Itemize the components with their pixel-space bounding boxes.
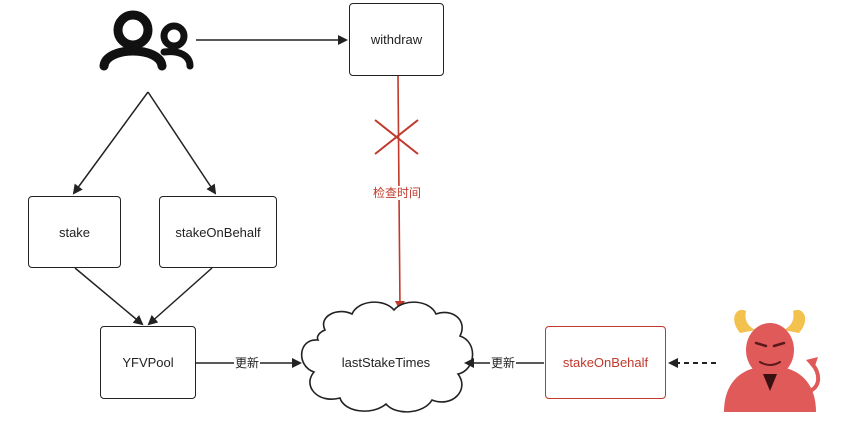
laststaketimes-label: lastStakeTimes bbox=[341, 355, 431, 370]
check-time-label: 检查时间 bbox=[372, 186, 423, 200]
attacker-stakeonbehalf-node: stakeOnBehalf bbox=[545, 326, 666, 399]
x-cross-icon bbox=[374, 119, 419, 155]
devil-icon bbox=[724, 309, 821, 412]
stake-node: stake bbox=[28, 196, 121, 268]
yfvpool-label: YFVPool bbox=[122, 355, 174, 370]
stake-label: stake bbox=[58, 224, 91, 240]
laststaketimes-cloud bbox=[300, 301, 474, 413]
attacker-stakeonbehalf-label: stakeOnBehalf bbox=[562, 355, 649, 370]
stakeonbehalf-label: stakeOnBehalf bbox=[175, 224, 261, 240]
yfvpool-node: YFVPool bbox=[100, 326, 196, 399]
withdraw-node: withdraw bbox=[349, 3, 444, 76]
edge-users-to-stakeonbehalf bbox=[147, 91, 217, 195]
withdraw-label: withdraw bbox=[370, 32, 423, 47]
update-label-right: 更新 bbox=[490, 356, 517, 370]
edge-users-to-stake bbox=[72, 91, 149, 195]
stakeonbehalf-node: stakeOnBehalf bbox=[159, 196, 277, 268]
users-icon bbox=[99, 10, 194, 71]
edge-stakeonbehalf-to-yfvpool bbox=[147, 267, 213, 326]
edge-stake-to-yfvpool bbox=[74, 267, 144, 326]
update-label-left: 更新 bbox=[234, 356, 261, 370]
